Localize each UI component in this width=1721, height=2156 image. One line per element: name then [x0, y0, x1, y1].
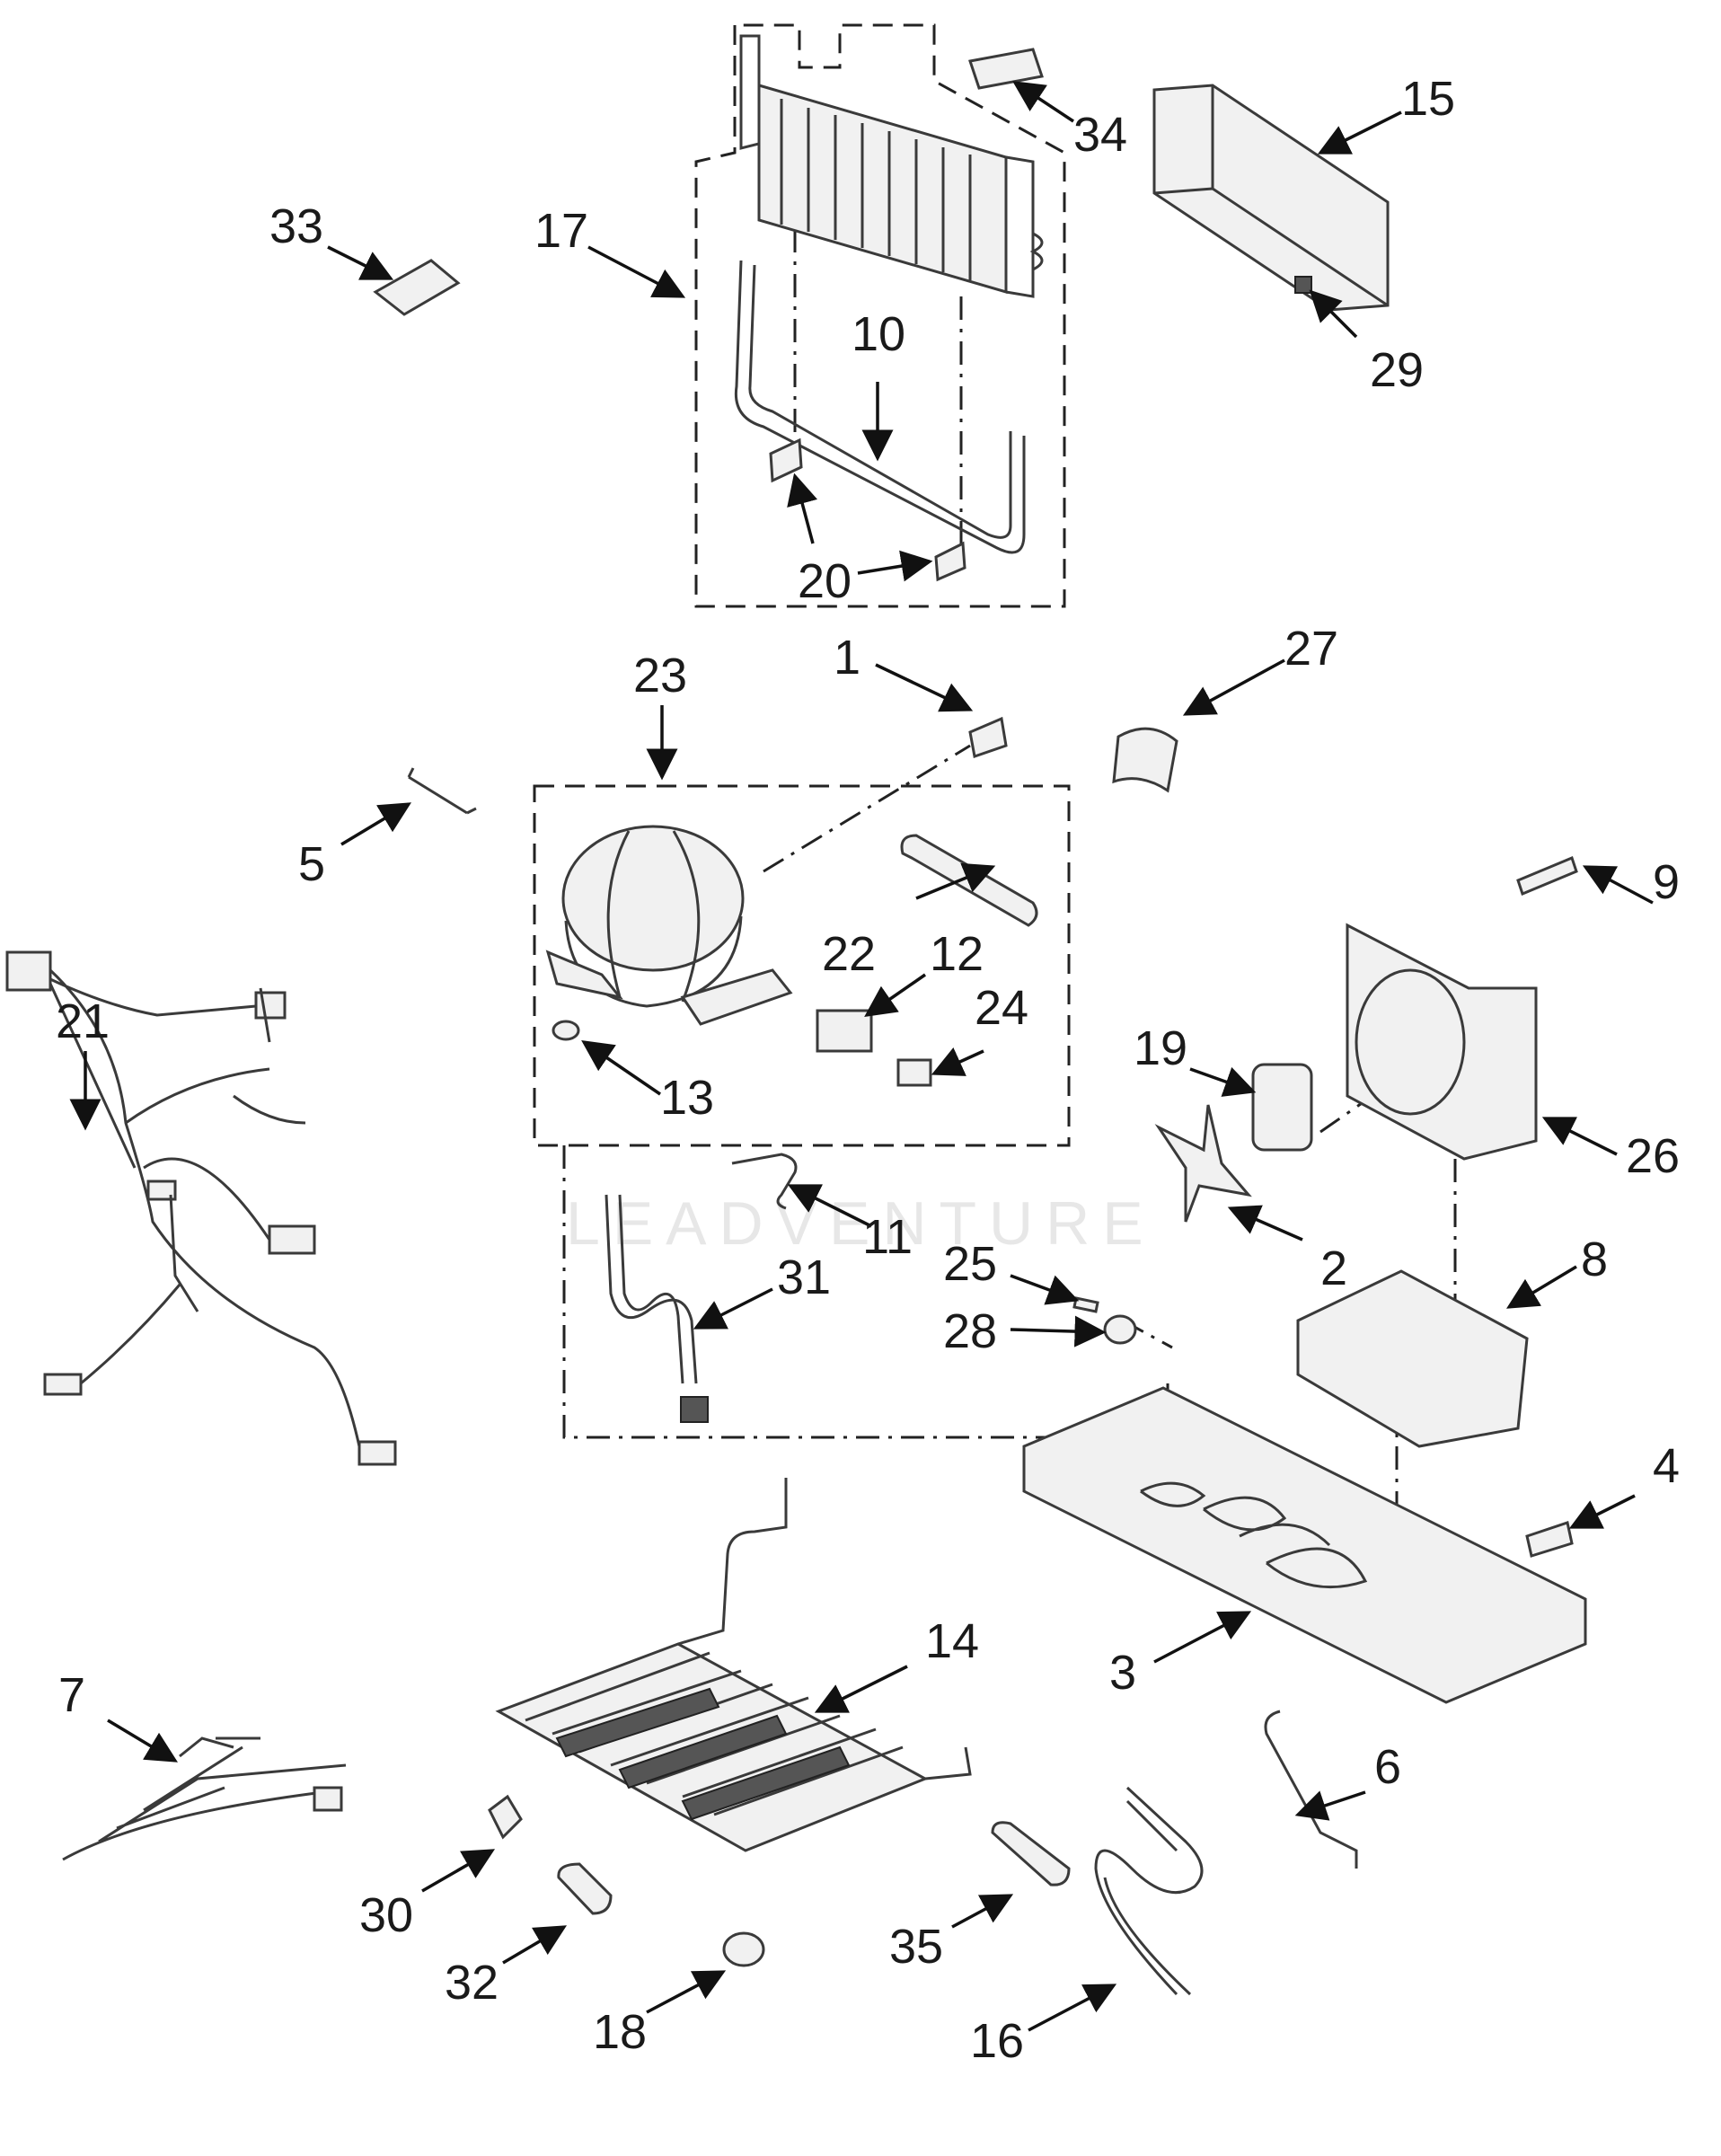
thermal-fuse-part [722, 1931, 765, 1967]
condenser-fan-motor-part [1251, 1063, 1313, 1152]
evaporator-cover-part [1152, 84, 1390, 312]
fan-shroud-part [1346, 923, 1538, 1161]
pump-cap-part [1072, 1296, 1099, 1313]
callout-26: 26 [1626, 1129, 1680, 1183]
overload-part [896, 1058, 932, 1087]
callout-18: 18 [593, 2005, 647, 2059]
pump-fitting-part [1103, 1314, 1137, 1345]
callout-31: 31 [777, 1250, 831, 1304]
drain-tube-connector [680, 1396, 709, 1423]
callout-16: 16 [970, 2014, 1024, 2068]
tube-sleeve-part [991, 1821, 1071, 1886]
callout-15: 15 [1401, 72, 1455, 126]
callout-11: 11 [862, 1210, 913, 1264]
tubing-assembly-outline [562, 1145, 1169, 1439]
callout-19: 19 [1134, 1021, 1187, 1075]
callout-1: 1 [834, 631, 860, 685]
callout-6: 6 [1374, 1740, 1401, 1794]
power-harness-part [62, 1736, 347, 1861]
ground-wire-part [1264, 1710, 1358, 1869]
callout-4: 4 [1653, 1439, 1680, 1493]
callout-5: 5 [298, 837, 325, 891]
evaporator-assembly-outline [694, 23, 1066, 608]
callout-28: 28 [943, 1304, 997, 1358]
evaporator-coil-part [739, 34, 1044, 298]
callout-10: 10 [852, 307, 905, 361]
callout-7: 7 [58, 1668, 85, 1722]
condenser-clip-part [488, 1794, 523, 1840]
callout-24: 24 [975, 981, 1028, 1035]
watermark: LEADVENTURE [566, 1189, 1156, 1258]
wire-bracket-part [407, 767, 477, 815]
callout-34: 34 [1073, 108, 1127, 162]
compressor-assembly-outline [533, 784, 1071, 1147]
base-bracket-part [1296, 1269, 1529, 1448]
callout-32: 32 [445, 1956, 499, 2010]
drain-hose-part [1094, 1786, 1204, 1996]
defrost-heater-part [734, 260, 1026, 554]
callout-2: 2 [1320, 1241, 1347, 1295]
shroud-screw-part [1516, 855, 1578, 897]
callout-35: 35 [889, 1920, 943, 1974]
fan-blade-part [1154, 1104, 1252, 1223]
compressor-part [545, 825, 793, 1026]
start-relay-part [816, 1009, 873, 1053]
callout-23: 23 [633, 649, 687, 702]
power-harness-connector [313, 1786, 343, 1812]
callout-14: 14 [925, 1614, 979, 1668]
wire-clip-part [731, 1153, 798, 1210]
screw-guide-line [763, 744, 971, 873]
base-screw-part [1525, 1521, 1574, 1558]
drain-tube-part [605, 1194, 698, 1384]
control-board-part [373, 259, 461, 316]
callout-22: 22 [822, 927, 876, 981]
evaporator-cover-edge [1153, 85, 1389, 307]
callout-13: 13 [660, 1071, 714, 1125]
callout-17: 17 [534, 204, 588, 258]
callout-29: 29 [1370, 343, 1424, 397]
condenser-part [495, 1478, 972, 1852]
tube-cap-part [557, 1862, 613, 1915]
callout-30: 30 [359, 1888, 413, 1942]
filter-drier-part [900, 834, 1038, 927]
mounting-screw-part [968, 716, 1008, 758]
callout-3: 3 [1109, 1646, 1136, 1700]
insulation-pad-part [968, 48, 1044, 90]
callout-20: 20 [798, 554, 852, 608]
tube-clamp-part [1112, 727, 1178, 793]
base-pan-part [1022, 1386, 1587, 1704]
callout-21: 21 [56, 994, 110, 1048]
callout-9: 9 [1653, 855, 1680, 909]
callout-33: 33 [269, 199, 323, 253]
callout-12: 12 [930, 927, 984, 981]
grommet-part [552, 1020, 580, 1041]
leader-arrows [69, 81, 1654, 2032]
callout-25: 25 [943, 1237, 997, 1291]
callout-27: 27 [1284, 622, 1338, 676]
cover-clip-part [1294, 276, 1312, 294]
heater-clip-part [769, 437, 803, 483]
wire-harness-part [5, 950, 397, 1466]
callout-8: 8 [1581, 1233, 1608, 1286]
heater-clip-part-2 [934, 541, 966, 582]
